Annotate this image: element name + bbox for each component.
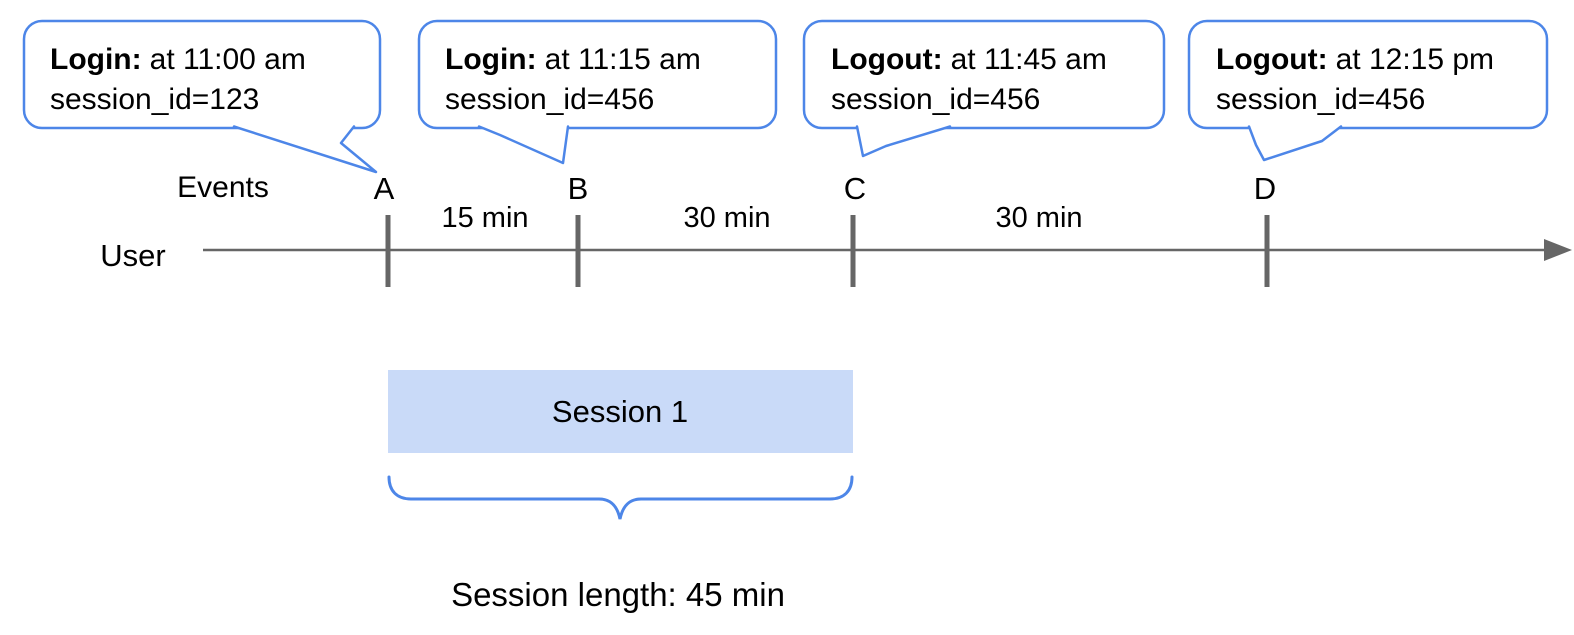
event-letter-b: B — [568, 171, 589, 206]
callout-b-session-id: session_id=456 — [445, 83, 654, 116]
callout-a-tail-icon — [232, 125, 378, 174]
callout-a-line1: Login:at 11:00 am — [50, 43, 306, 76]
callout-login-a: Login:at 11:00 am session_id=123 — [22, 19, 382, 174]
callout-b-tail-icon — [477, 125, 570, 165]
session-length-caption: Session length: 45 min — [451, 576, 785, 613]
callout-c-time: at 11:45 am — [951, 43, 1107, 76]
callout-c-session-id: session_id=456 — [831, 83, 1040, 116]
event-letter-c: C — [844, 171, 866, 206]
event-letter-d: D — [1254, 171, 1276, 206]
callout-a-time: at 11:00 am — [150, 43, 306, 76]
session-block: Session 1 — [388, 370, 853, 453]
callout-c-event-type: Logout: — [831, 43, 943, 76]
callout-b-event-type: Login: — [445, 43, 537, 76]
callout-d-line1: Logout:at 12:15 pm — [1216, 43, 1494, 76]
callout-d-time: at 12:15 pm — [1336, 43, 1494, 76]
session-box-label: Session 1 — [552, 394, 688, 429]
timeline-arrowhead-icon — [1544, 239, 1572, 261]
session-length-brace-icon — [387, 475, 854, 520]
callout-c-bubble — [802, 19, 1166, 130]
callout-d-event-type: Logout: — [1216, 43, 1328, 76]
callout-logout-c: Logout:at 11:45 am session_id=456 — [802, 19, 1166, 158]
event-letter-a: A — [374, 171, 395, 206]
callout-b-line1: Login:at 11:15 am — [445, 43, 701, 76]
interval-b-c: 30 min — [683, 202, 770, 234]
events-label: Events — [177, 171, 269, 204]
timeline: Events User A B C D 15 min 30 min 30 min — [100, 171, 1572, 287]
interval-a-b: 15 min — [441, 202, 528, 234]
callout-logout-d: Logout:at 12:15 pm session_id=456 — [1187, 19, 1549, 162]
callout-a-event-type: Login: — [50, 43, 142, 76]
callout-b-time: at 11:15 am — [545, 43, 701, 76]
callout-c-tail-icon — [855, 125, 952, 158]
callout-c-line1: Logout:at 11:45 am — [831, 43, 1107, 76]
session-box — [388, 370, 853, 453]
interval-c-d: 30 min — [995, 202, 1082, 234]
callout-b-bubble — [417, 19, 778, 130]
user-row-label: User — [100, 238, 165, 273]
callout-d-tail-icon — [1247, 125, 1343, 162]
callout-d-session-id: session_id=456 — [1216, 83, 1425, 116]
callout-a-bubble — [22, 19, 382, 130]
callout-a-session-id: session_id=123 — [50, 83, 259, 116]
callout-login-b: Login:at 11:15 am session_id=456 — [417, 19, 778, 165]
callout-d-bubble — [1187, 19, 1549, 130]
